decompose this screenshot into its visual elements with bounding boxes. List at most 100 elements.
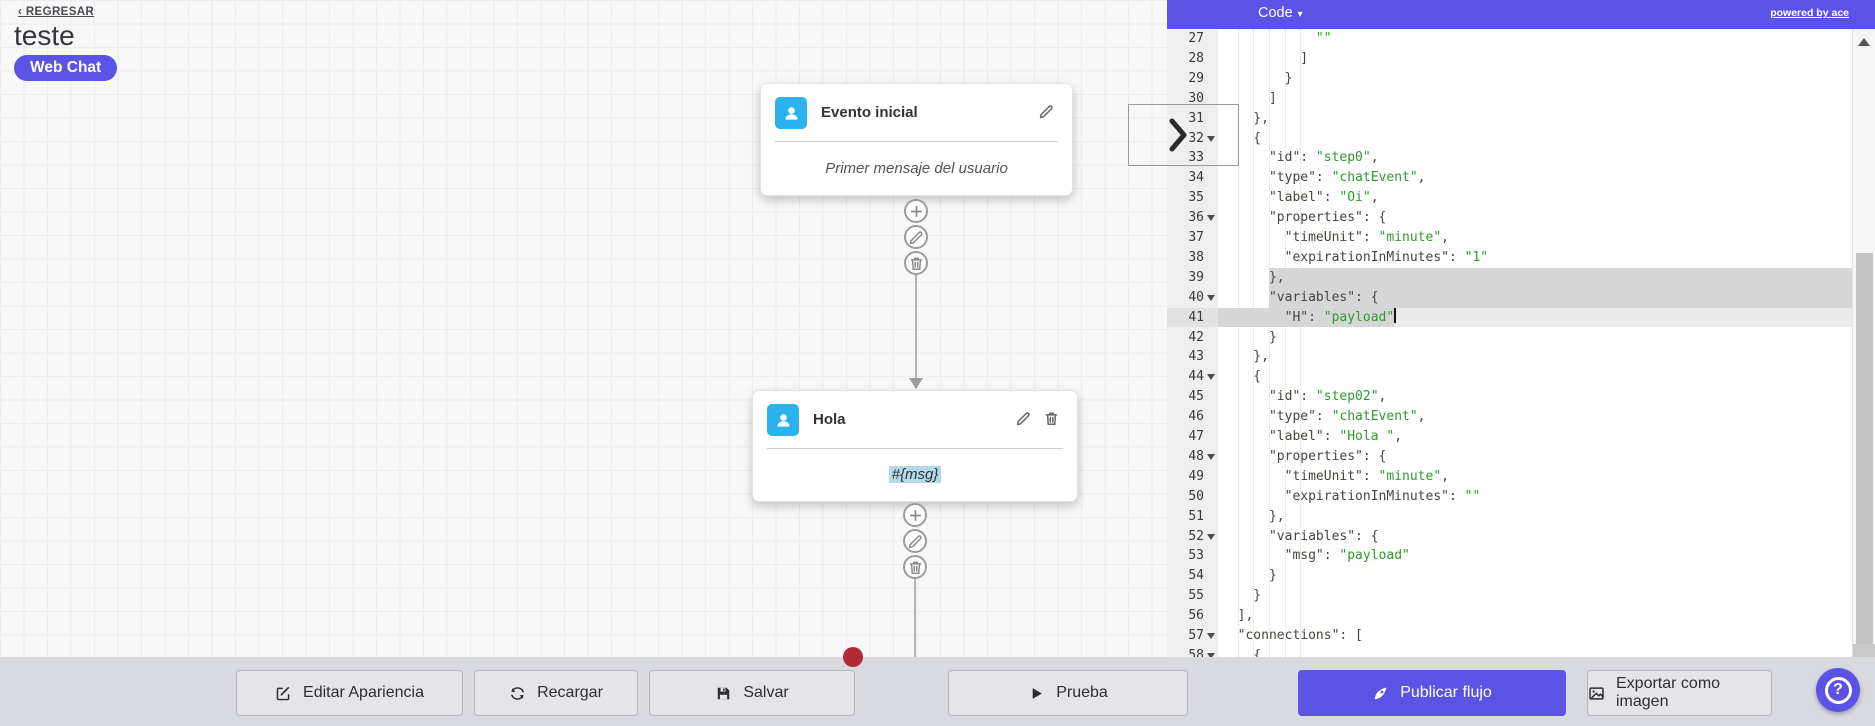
back-link[interactable]: ‹ REGRESAR	[18, 6, 95, 18]
fold-toggle-icon[interactable]	[1207, 453, 1215, 460]
code-line[interactable]: "label": "Oi",	[1222, 190, 1379, 206]
code-line[interactable]: "msg": "payload"	[1222, 548, 1410, 564]
code-line[interactable]: {	[1222, 369, 1262, 385]
code-line[interactable]: "id": "step0",	[1222, 150, 1379, 166]
gutter-line-number[interactable]: 47	[1188, 429, 1204, 444]
delete-connector-button[interactable]	[903, 555, 927, 579]
fold-toggle-icon[interactable]	[1207, 533, 1215, 540]
gutter-line-number[interactable]: 29	[1188, 70, 1204, 86]
code-line[interactable]: "properties": {	[1222, 448, 1387, 464]
scrollbar-thumb[interactable]	[1856, 253, 1873, 645]
help-button[interactable]: ?	[1816, 668, 1860, 712]
code-line[interactable]: "connections": [	[1222, 628, 1363, 643]
code-line[interactable]: },	[1222, 508, 1285, 524]
flow-node-hola[interactable]: Hola #{msg}	[752, 390, 1078, 502]
fold-toggle-icon[interactable]	[1207, 652, 1215, 657]
edit-connector-button[interactable]	[903, 529, 927, 553]
gutter-line-number[interactable]: 51	[1188, 508, 1204, 524]
gutter-line-number[interactable]: 42	[1188, 329, 1204, 345]
code-line[interactable]: "properties": {	[1222, 210, 1387, 226]
gutter-line-number[interactable]: 56	[1188, 608, 1204, 624]
fold-toggle-icon[interactable]	[1207, 135, 1215, 142]
gutter-line-number[interactable]: 35	[1188, 190, 1204, 206]
gutter-line-number[interactable]: 43	[1188, 349, 1204, 365]
code-line[interactable]: "variables": {	[1218, 287, 1875, 308]
code-line[interactable]: {	[1222, 130, 1262, 146]
gutter-line-number[interactable]: 55	[1188, 588, 1204, 604]
gutter-line-number[interactable]: 41	[1167, 307, 1218, 328]
gutter-line-number[interactable]: 46	[1188, 409, 1204, 425]
code-line[interactable]: },	[1222, 110, 1269, 126]
fold-toggle-icon[interactable]	[1207, 294, 1215, 301]
code-area[interactable]: "" ] } ] }, { "id": "step0", "type": "ch…	[1218, 29, 1875, 657]
fold-toggle-icon[interactable]	[1207, 633, 1215, 639]
code-menu-dropdown[interactable]: Code▾	[1258, 5, 1303, 21]
gutter-line-number[interactable]: 34	[1188, 170, 1204, 186]
gutter-line-number[interactable]: 52	[1167, 527, 1218, 547]
code-line[interactable]: }	[1222, 329, 1277, 345]
gutter-line-number[interactable]: 50	[1188, 488, 1204, 504]
code-line[interactable]: "timeUnit": "minute",	[1222, 230, 1449, 245]
gutter-line-number[interactable]: 33	[1188, 150, 1204, 166]
gutter-line-number[interactable]: 31	[1188, 110, 1204, 126]
code-line[interactable]: "expirationInMinutes": "1"	[1222, 249, 1489, 265]
code-line[interactable]: "expirationInMinutes": ""	[1222, 488, 1481, 504]
code-line[interactable]: },	[1218, 267, 1875, 288]
gutter-line-number[interactable]: 32	[1167, 129, 1218, 149]
gutter-line-number[interactable]: 54	[1188, 568, 1204, 584]
add-connector-button[interactable]	[903, 503, 927, 527]
gutter-line-number[interactable]: 45	[1188, 389, 1204, 405]
gutter-line-number[interactable]: 36	[1167, 208, 1218, 228]
code-line[interactable]: "label": "Hola ",	[1222, 429, 1403, 444]
code-line[interactable]: },	[1222, 349, 1269, 365]
gutter-line-number[interactable]: 49	[1188, 468, 1204, 484]
edit-connector-button[interactable]	[904, 225, 928, 249]
gutter-line-number[interactable]: 37	[1188, 230, 1204, 245]
code-line[interactable]: "id": "step02",	[1222, 389, 1387, 405]
fold-toggle-icon[interactable]	[1207, 215, 1215, 222]
code-line[interactable]: ],	[1222, 608, 1254, 624]
delete-connector-button[interactable]	[904, 251, 928, 275]
edit-node-icon[interactable]	[1038, 103, 1056, 121]
gutter-line-number[interactable]: 57	[1167, 626, 1218, 646]
code-line[interactable]: ]	[1222, 50, 1309, 66]
publicar-flujo-button[interactable]: Publicar flujo	[1298, 670, 1566, 716]
powered-by-ace-link[interactable]: powered by ace	[1770, 7, 1849, 19]
gutter-line-number[interactable]: 48	[1167, 447, 1218, 467]
gutter-line-number[interactable]: 40	[1167, 288, 1218, 308]
code-line[interactable]: ]	[1222, 90, 1277, 106]
code-line[interactable]: "variables": {	[1222, 528, 1379, 544]
flow-canvas[interactable]: ‹ REGRESAR teste Web Chat Evento inicial…	[0, 0, 1167, 657]
fold-toggle-icon[interactable]	[1207, 374, 1215, 381]
editar-apariencia-button[interactable]: Editar Apariencia	[236, 670, 463, 716]
add-connector-button[interactable]	[904, 199, 928, 223]
salvar-button[interactable]: Salvar	[649, 670, 855, 716]
collapse-editor-button[interactable]	[1128, 104, 1239, 166]
gutter-line-number[interactable]: 44	[1167, 367, 1218, 387]
gutter-line-number[interactable]: 39	[1188, 269, 1204, 285]
code-line[interactable]: "type": "chatEvent",	[1222, 170, 1426, 186]
gutter-line-number[interactable]: 30	[1188, 90, 1204, 106]
gutter-line-number[interactable]: 58	[1167, 646, 1218, 657]
prueba-button[interactable]: Prueba	[948, 670, 1188, 716]
code-line[interactable]: "timeUnit": "minute",	[1222, 468, 1449, 484]
code-line[interactable]: "H": "payload"	[1218, 307, 1875, 328]
scroll-up-icon[interactable]	[1858, 38, 1870, 46]
exportar-como-imagen-button[interactable]: Exportar como imagen	[1587, 670, 1772, 716]
code-line[interactable]: ""	[1315, 31, 1332, 46]
code-line[interactable]: }	[1222, 70, 1293, 86]
code-line[interactable]: }	[1222, 588, 1262, 604]
code-line[interactable]: {	[1222, 647, 1262, 657]
edit-node-icon[interactable]	[1015, 410, 1033, 428]
flow-node-evento-inicial[interactable]: Evento inicial Primer mensaje del usuari…	[760, 83, 1073, 196]
code-line[interactable]: }	[1222, 568, 1277, 584]
gutter-line-number[interactable]: 28	[1188, 50, 1204, 66]
gutter-line-number[interactable]: 27	[1188, 31, 1204, 46]
code-line[interactable]: "type": "chatEvent",	[1222, 409, 1426, 425]
recargar-button[interactable]: Recargar	[474, 670, 638, 716]
editor-scrollbar[interactable]	[1852, 29, 1875, 657]
gutter-line-number[interactable]: 38	[1188, 249, 1204, 265]
gutter-line-number[interactable]: 53	[1188, 548, 1204, 564]
delete-node-icon[interactable]	[1043, 410, 1061, 428]
